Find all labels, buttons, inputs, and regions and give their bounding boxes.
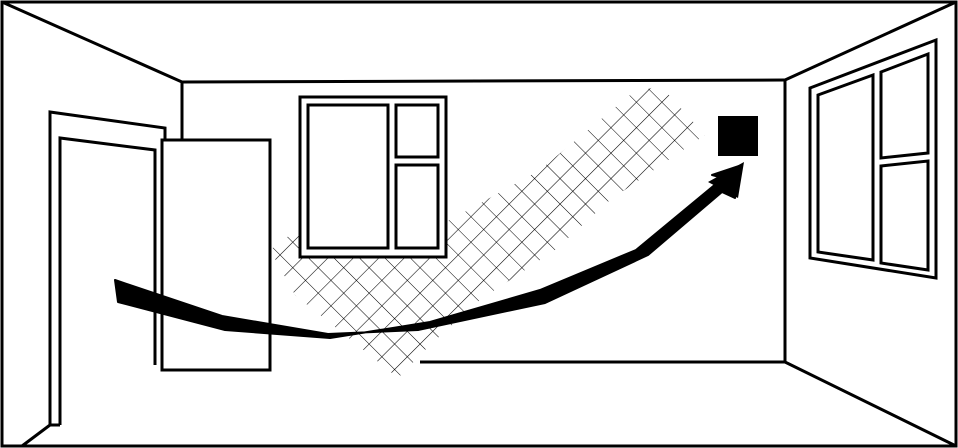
door xyxy=(50,112,165,425)
side-window xyxy=(810,40,936,278)
door-frame-inner xyxy=(60,138,155,425)
floor-edge-left xyxy=(22,425,50,446)
floor-edge-right xyxy=(785,362,956,446)
door-frame-outer xyxy=(50,112,165,425)
ceiling-edge-left xyxy=(2,2,182,82)
door-leaf xyxy=(162,140,270,370)
back-window xyxy=(300,97,446,257)
back-window-outer xyxy=(300,97,446,257)
target-square xyxy=(718,116,758,156)
back-wall-top xyxy=(182,80,785,82)
